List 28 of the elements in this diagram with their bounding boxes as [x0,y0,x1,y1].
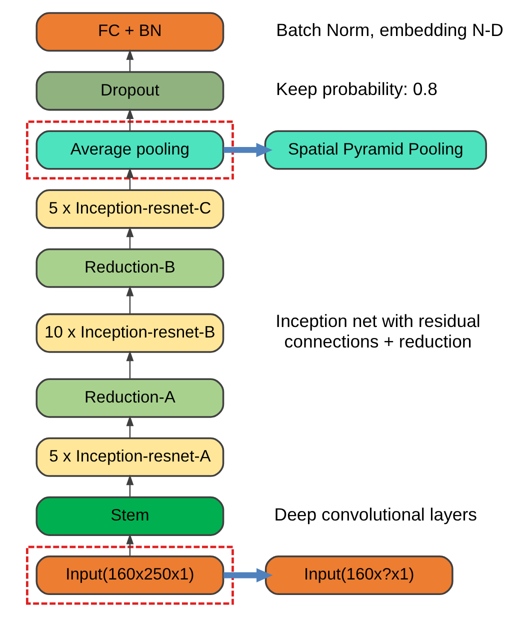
node-box: Reduction-B [35,248,224,288]
label: Deep convolutional layers [274,504,477,524]
node-box: 5 x Inception-resnet-C [35,189,224,229]
node-box: Input(160x250x1) [35,555,224,596]
node-box: 10 x Inception-resnet-B [35,313,224,353]
arrow [126,474,134,498]
arrow [126,534,134,556]
arrow [223,142,272,158]
node-box: Input(160x?x1) [264,555,453,596]
label: Inception net with residual connections + reduction [275,311,480,352]
arrow [126,286,134,314]
node-box: Reduction-A [35,378,224,418]
node-box: Stem [35,496,224,536]
cluster [26,546,234,605]
arrow [126,167,134,190]
arrow [126,108,134,131]
arrow [126,49,134,72]
node-box: Spatial Pyramid Pooling [264,130,486,170]
arrow [126,226,134,249]
label: Batch Norm, embedding N-D [276,20,503,40]
arrow [126,350,134,380]
arrow [126,415,134,438]
label: Keep probability: 0.8 [276,79,437,100]
node-box: 5 x Inception-resnet-A [35,437,224,477]
node-box: FC + BN [35,12,224,52]
node-box: Dropout [35,71,224,111]
node-box: Average pooling [35,130,224,170]
arrow [223,568,272,582]
